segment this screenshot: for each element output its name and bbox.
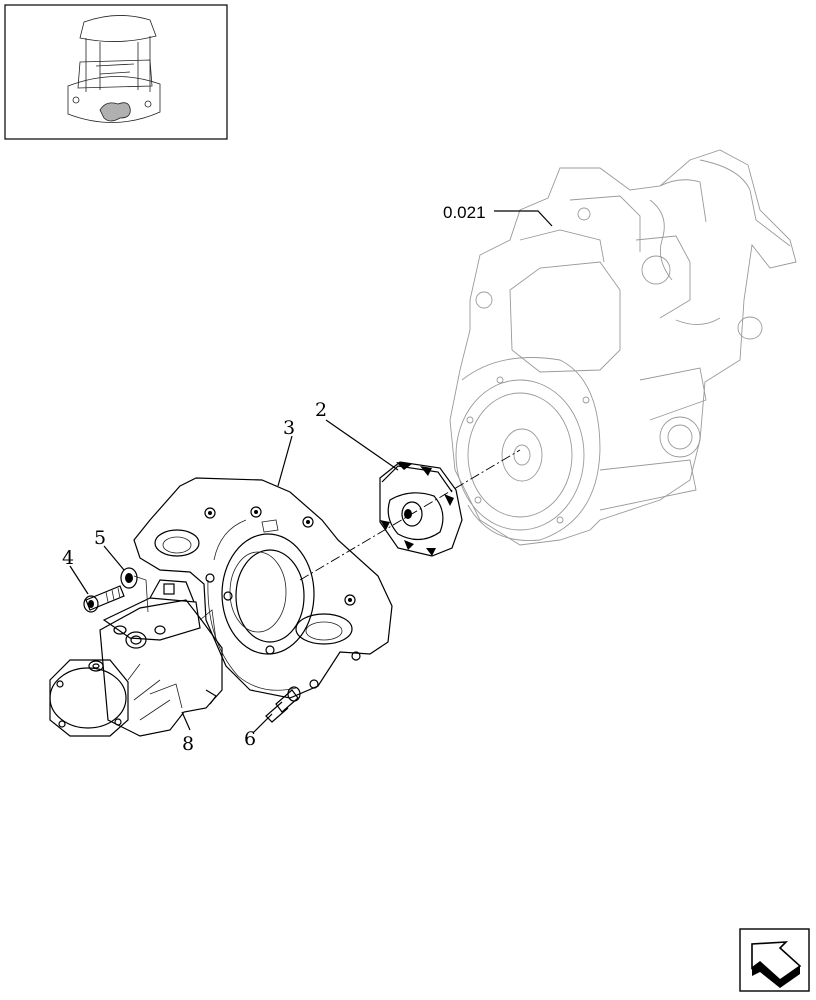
callout-8[interactable]: 8 — [182, 733, 194, 755]
coupling-part — [379, 461, 463, 557]
reference-label[interactable]: 0.021 — [443, 203, 486, 222]
washer-part — [120, 567, 138, 589]
callout-3[interactable]: 3 — [283, 417, 295, 439]
bolt-part — [265, 686, 301, 723]
machine-overview-thumbnail-icon[interactable] — [4, 4, 228, 140]
callout-2[interactable]: 2 — [315, 399, 327, 421]
hydraulic-pump-part — [49, 579, 223, 737]
next-page-arrow-icon[interactable] — [739, 928, 810, 992]
cap-screw-part — [83, 585, 125, 613]
callout-5[interactable]: 5 — [94, 527, 106, 549]
pump-housing-part — [133, 477, 393, 699]
engine-assembly — [449, 149, 797, 546]
callout-4[interactable]: 4 — [62, 547, 74, 569]
callout-6[interactable]: 6 — [244, 728, 256, 750]
